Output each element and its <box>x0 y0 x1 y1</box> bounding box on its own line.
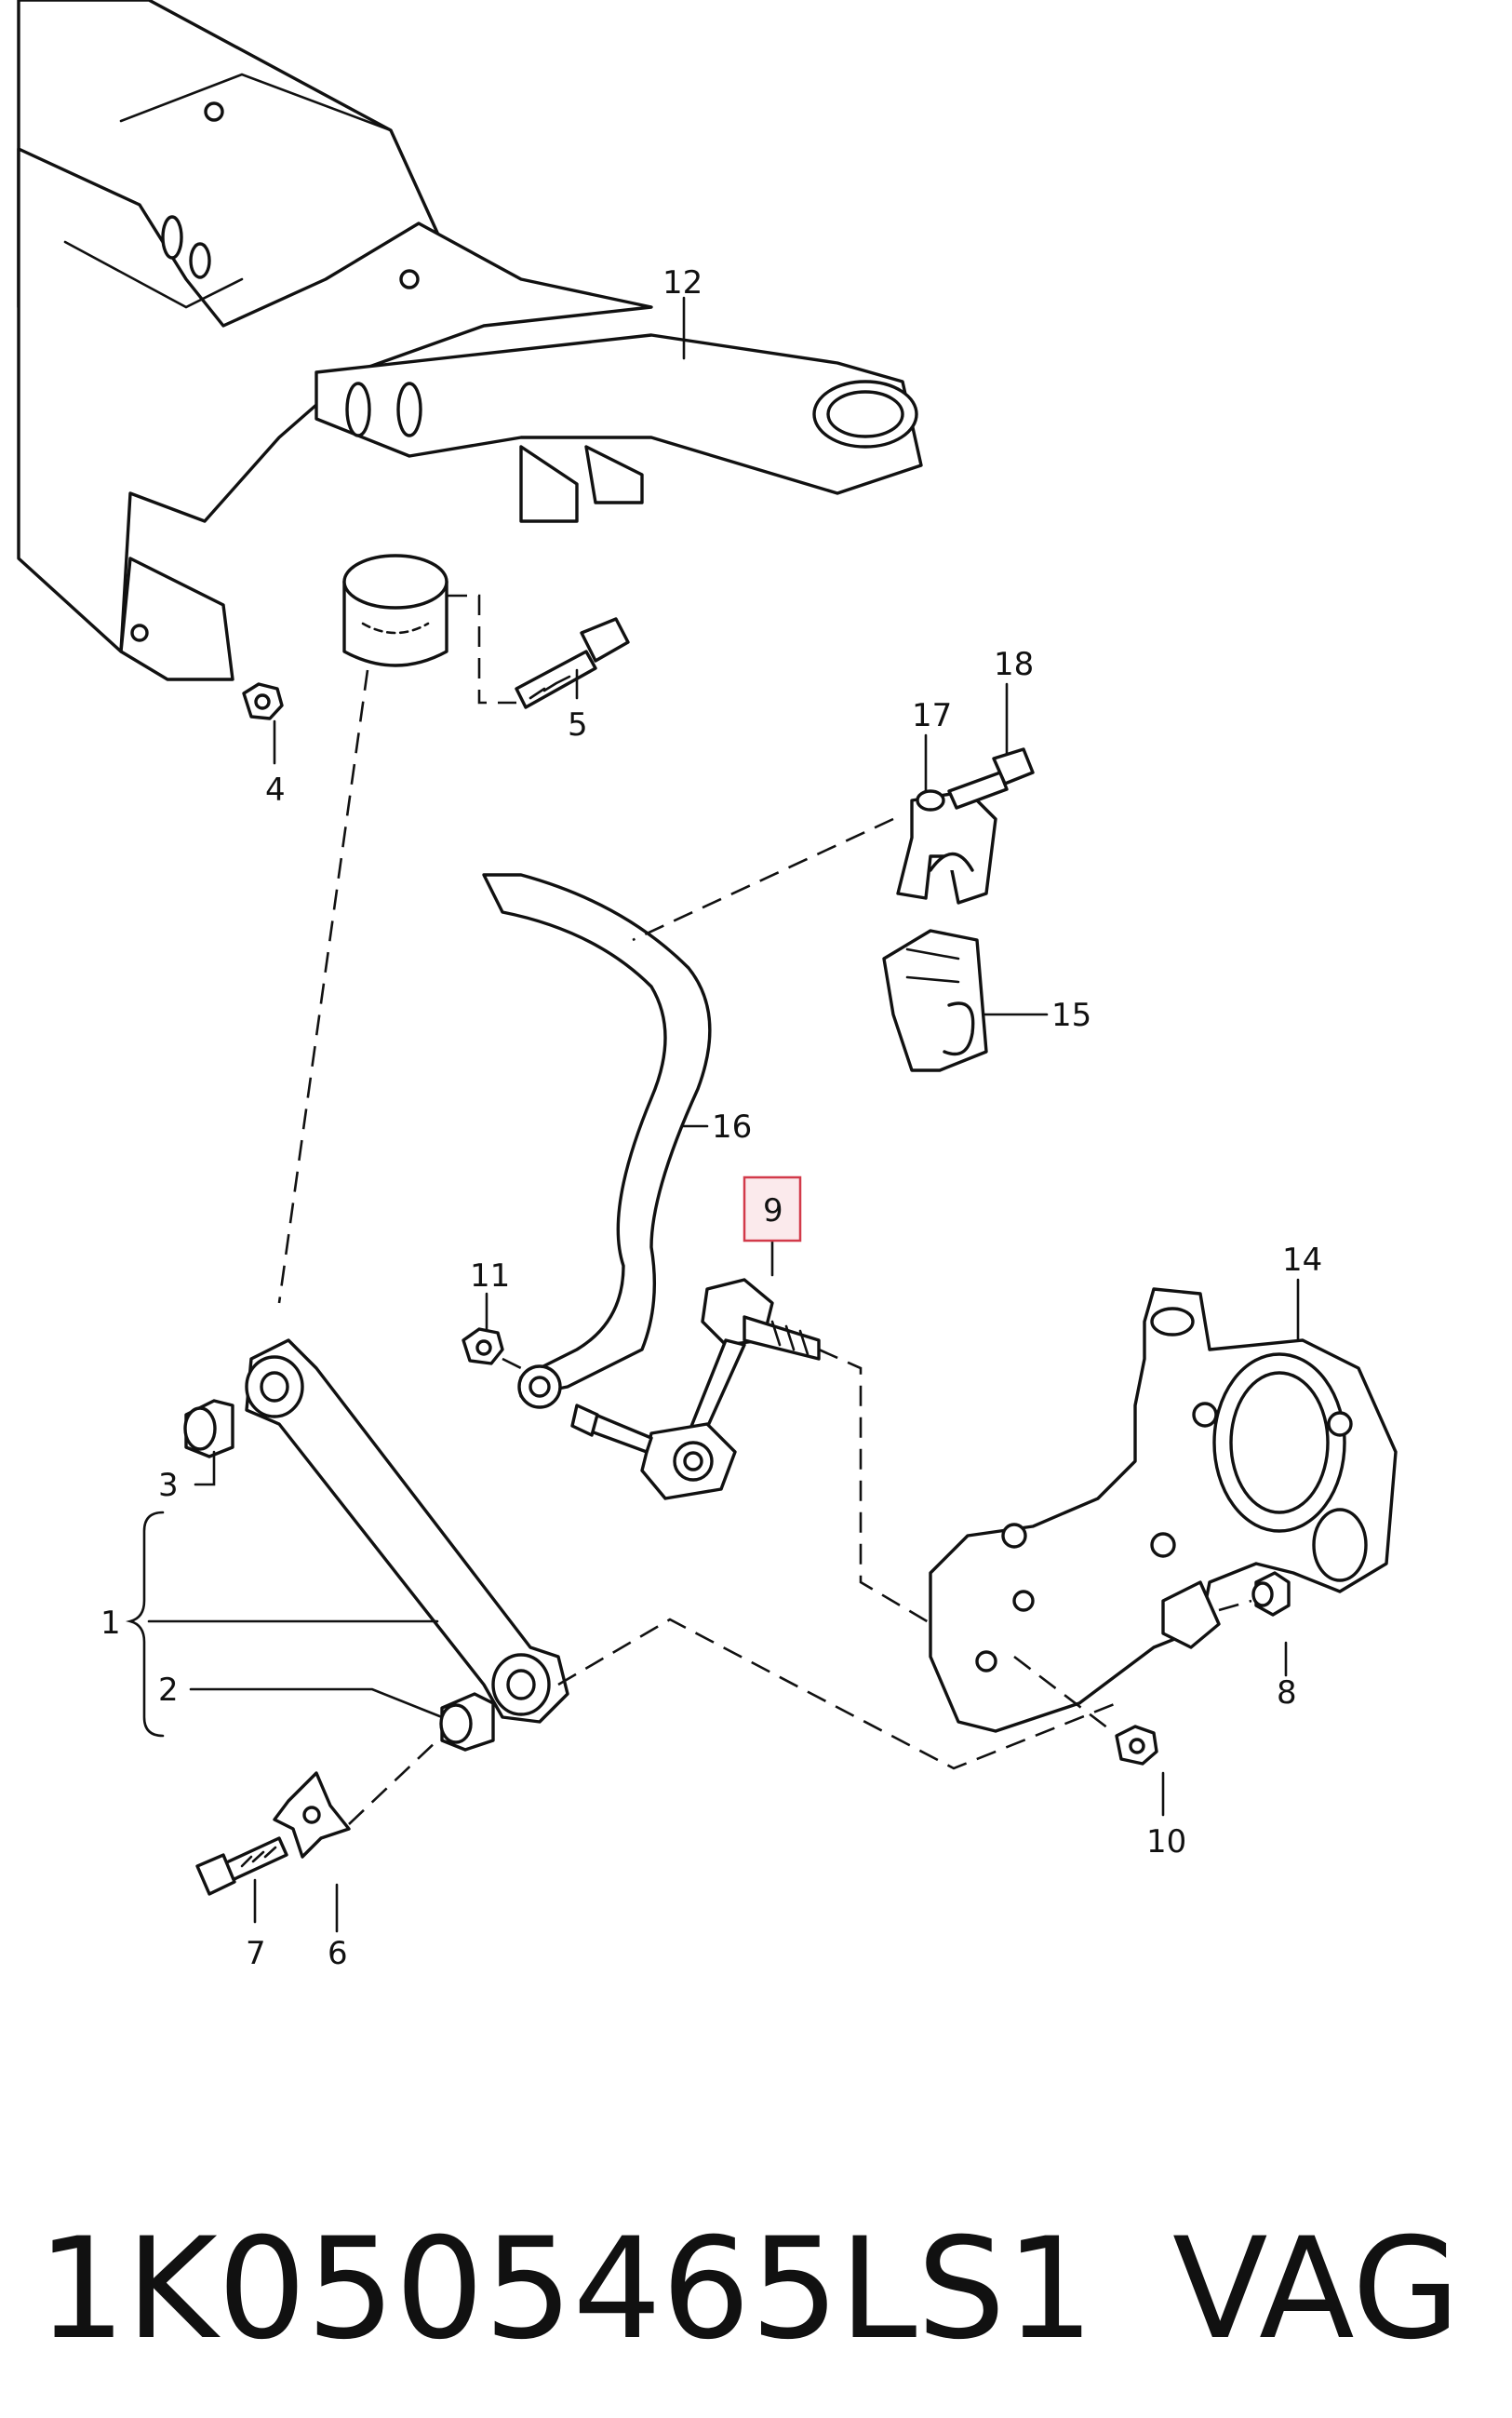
callout-16: 16 <box>712 1108 752 1146</box>
callout-2: 2 <box>158 1672 179 1709</box>
callout-1: 1 <box>100 1605 121 1642</box>
assembly-line-bolt-7 <box>348 1740 438 1825</box>
callout-12: 12 <box>662 264 702 302</box>
assembly-line-nut-10 <box>1013 1655 1113 1733</box>
bolt-5 <box>515 617 630 709</box>
clamp-17 <box>896 789 997 905</box>
group-bracket-1 <box>125 1450 444 1738</box>
coupling-rod-9 <box>570 1278 821 1500</box>
bush-15 <box>882 929 988 1072</box>
assembly-line-lower-link <box>557 1618 1117 1770</box>
assembly-line-bolt-5 <box>447 594 516 705</box>
callout-7: 7 <box>246 1935 266 1972</box>
callout-9: 9 <box>763 1192 783 1229</box>
footer: 1K0505465LS1 VAG <box>37 2215 1489 2364</box>
highlight-box-9 <box>743 1175 802 1243</box>
bushing-3 <box>183 1399 234 1458</box>
leader-lines <box>253 296 1300 1933</box>
brand-name: VAG <box>1172 2209 1461 2371</box>
assembly-line-coupling-rod <box>818 1348 941 1631</box>
washer-8 <box>1251 1571 1291 1617</box>
bushing-2 <box>439 1692 495 1752</box>
nut-11 <box>462 1327 504 1365</box>
callout-18: 18 <box>994 646 1034 683</box>
nut-4 <box>242 682 284 720</box>
callout-4: 4 <box>265 772 286 809</box>
part-number: 1K0505465LS1 <box>37 2209 1095 2371</box>
callout-14: 14 <box>1282 1242 1322 1279</box>
callout-6: 6 <box>328 1935 348 1972</box>
callout-3: 3 <box>158 1467 179 1504</box>
assembly-line-washer-8 <box>1218 1599 1252 1612</box>
bolt-7 <box>195 1836 288 1896</box>
upper-control-arm <box>314 333 923 523</box>
callout-numbers: 12 4 5 18 17 15 16 9 11 14 3 1 2 8 10 6 … <box>100 264 1322 1972</box>
wheel-bearing-housing-14 <box>929 1287 1398 1733</box>
stabilizer-bar-16 <box>482 873 712 1409</box>
callout-5: 5 <box>568 706 588 744</box>
callout-11: 11 <box>470 1257 510 1295</box>
transverse-link-1 <box>245 1338 569 1724</box>
callout-10: 10 <box>1146 1823 1186 1861</box>
callout-8: 8 <box>1277 1674 1297 1712</box>
subframe-bushing <box>342 554 448 667</box>
nut-10 <box>1115 1725 1158 1766</box>
bolt-18 <box>947 747 1035 810</box>
eccentric-washer-6 <box>273 1771 351 1859</box>
callout-15: 15 <box>1051 997 1091 1034</box>
rear-subframe <box>17 0 653 681</box>
assembly-line-arm <box>277 669 369 1304</box>
assembly-line-nut-11 <box>502 1357 522 1370</box>
callout-17: 17 <box>912 697 952 734</box>
assembly-line-clamp <box>632 817 894 942</box>
